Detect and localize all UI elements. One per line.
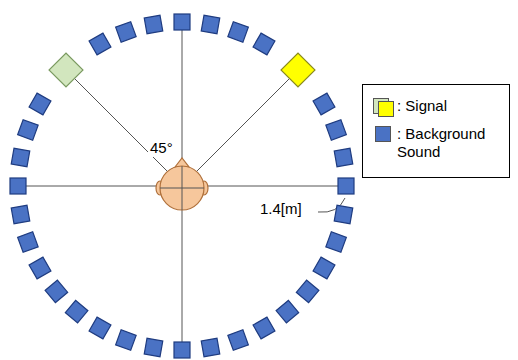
background-speaker [89, 33, 111, 55]
background-speaker [253, 33, 275, 55]
background-speaker [11, 205, 30, 224]
background-speaker [228, 22, 249, 43]
angle-label: 45° [148, 140, 175, 157]
head-circle [160, 166, 204, 210]
axis-over-head [160, 188, 204, 189]
axes [18, 24, 346, 348]
background-speaker [326, 232, 347, 253]
background-speaker [116, 330, 137, 351]
legend-swatch [375, 126, 391, 142]
background-speaker [45, 280, 68, 303]
background-speaker [18, 120, 39, 141]
background-speaker [174, 14, 190, 30]
background-speaker [313, 93, 335, 115]
signal-line-right [182, 70, 298, 186]
speaker-ring [10, 14, 354, 358]
background-speaker [29, 257, 51, 279]
background-speaker [116, 22, 137, 43]
background-speaker [334, 205, 353, 224]
background-speaker [326, 120, 347, 141]
background-speaker [296, 280, 319, 303]
background-speaker [10, 178, 26, 194]
legend-text: : Background Sound [397, 125, 497, 161]
background-speaker [313, 257, 335, 279]
legend-text: : Signal [397, 97, 497, 115]
background-speaker [18, 232, 39, 253]
legend-swatch [378, 101, 394, 117]
background-speaker [89, 317, 111, 339]
swatch-holder [373, 125, 397, 145]
background-speaker [201, 338, 220, 357]
background-speaker [201, 15, 220, 34]
legend-box: : Signal : Background Sound [362, 84, 510, 178]
legend-entry: : Background Sound [373, 125, 503, 161]
signal-speaker [49, 53, 83, 87]
background-speaker [174, 342, 190, 358]
background-speaker [334, 148, 353, 167]
vertical-axis [182, 24, 183, 348]
background-speaker [65, 300, 88, 323]
background-speaker [144, 338, 163, 357]
background-speaker [253, 317, 275, 339]
distance-label: 1.4[m] [258, 201, 304, 218]
background-speaker [144, 15, 163, 34]
background-speaker [276, 300, 299, 323]
legend-entry: : Signal [373, 97, 503, 117]
listener-head [156, 158, 208, 210]
background-speaker [228, 330, 249, 351]
background-speaker [11, 148, 30, 167]
signal-speaker [281, 53, 315, 87]
background-speaker [29, 93, 51, 115]
signal-line-left [66, 70, 182, 186]
swatch-holder [373, 97, 397, 117]
background-speaker [338, 178, 354, 194]
